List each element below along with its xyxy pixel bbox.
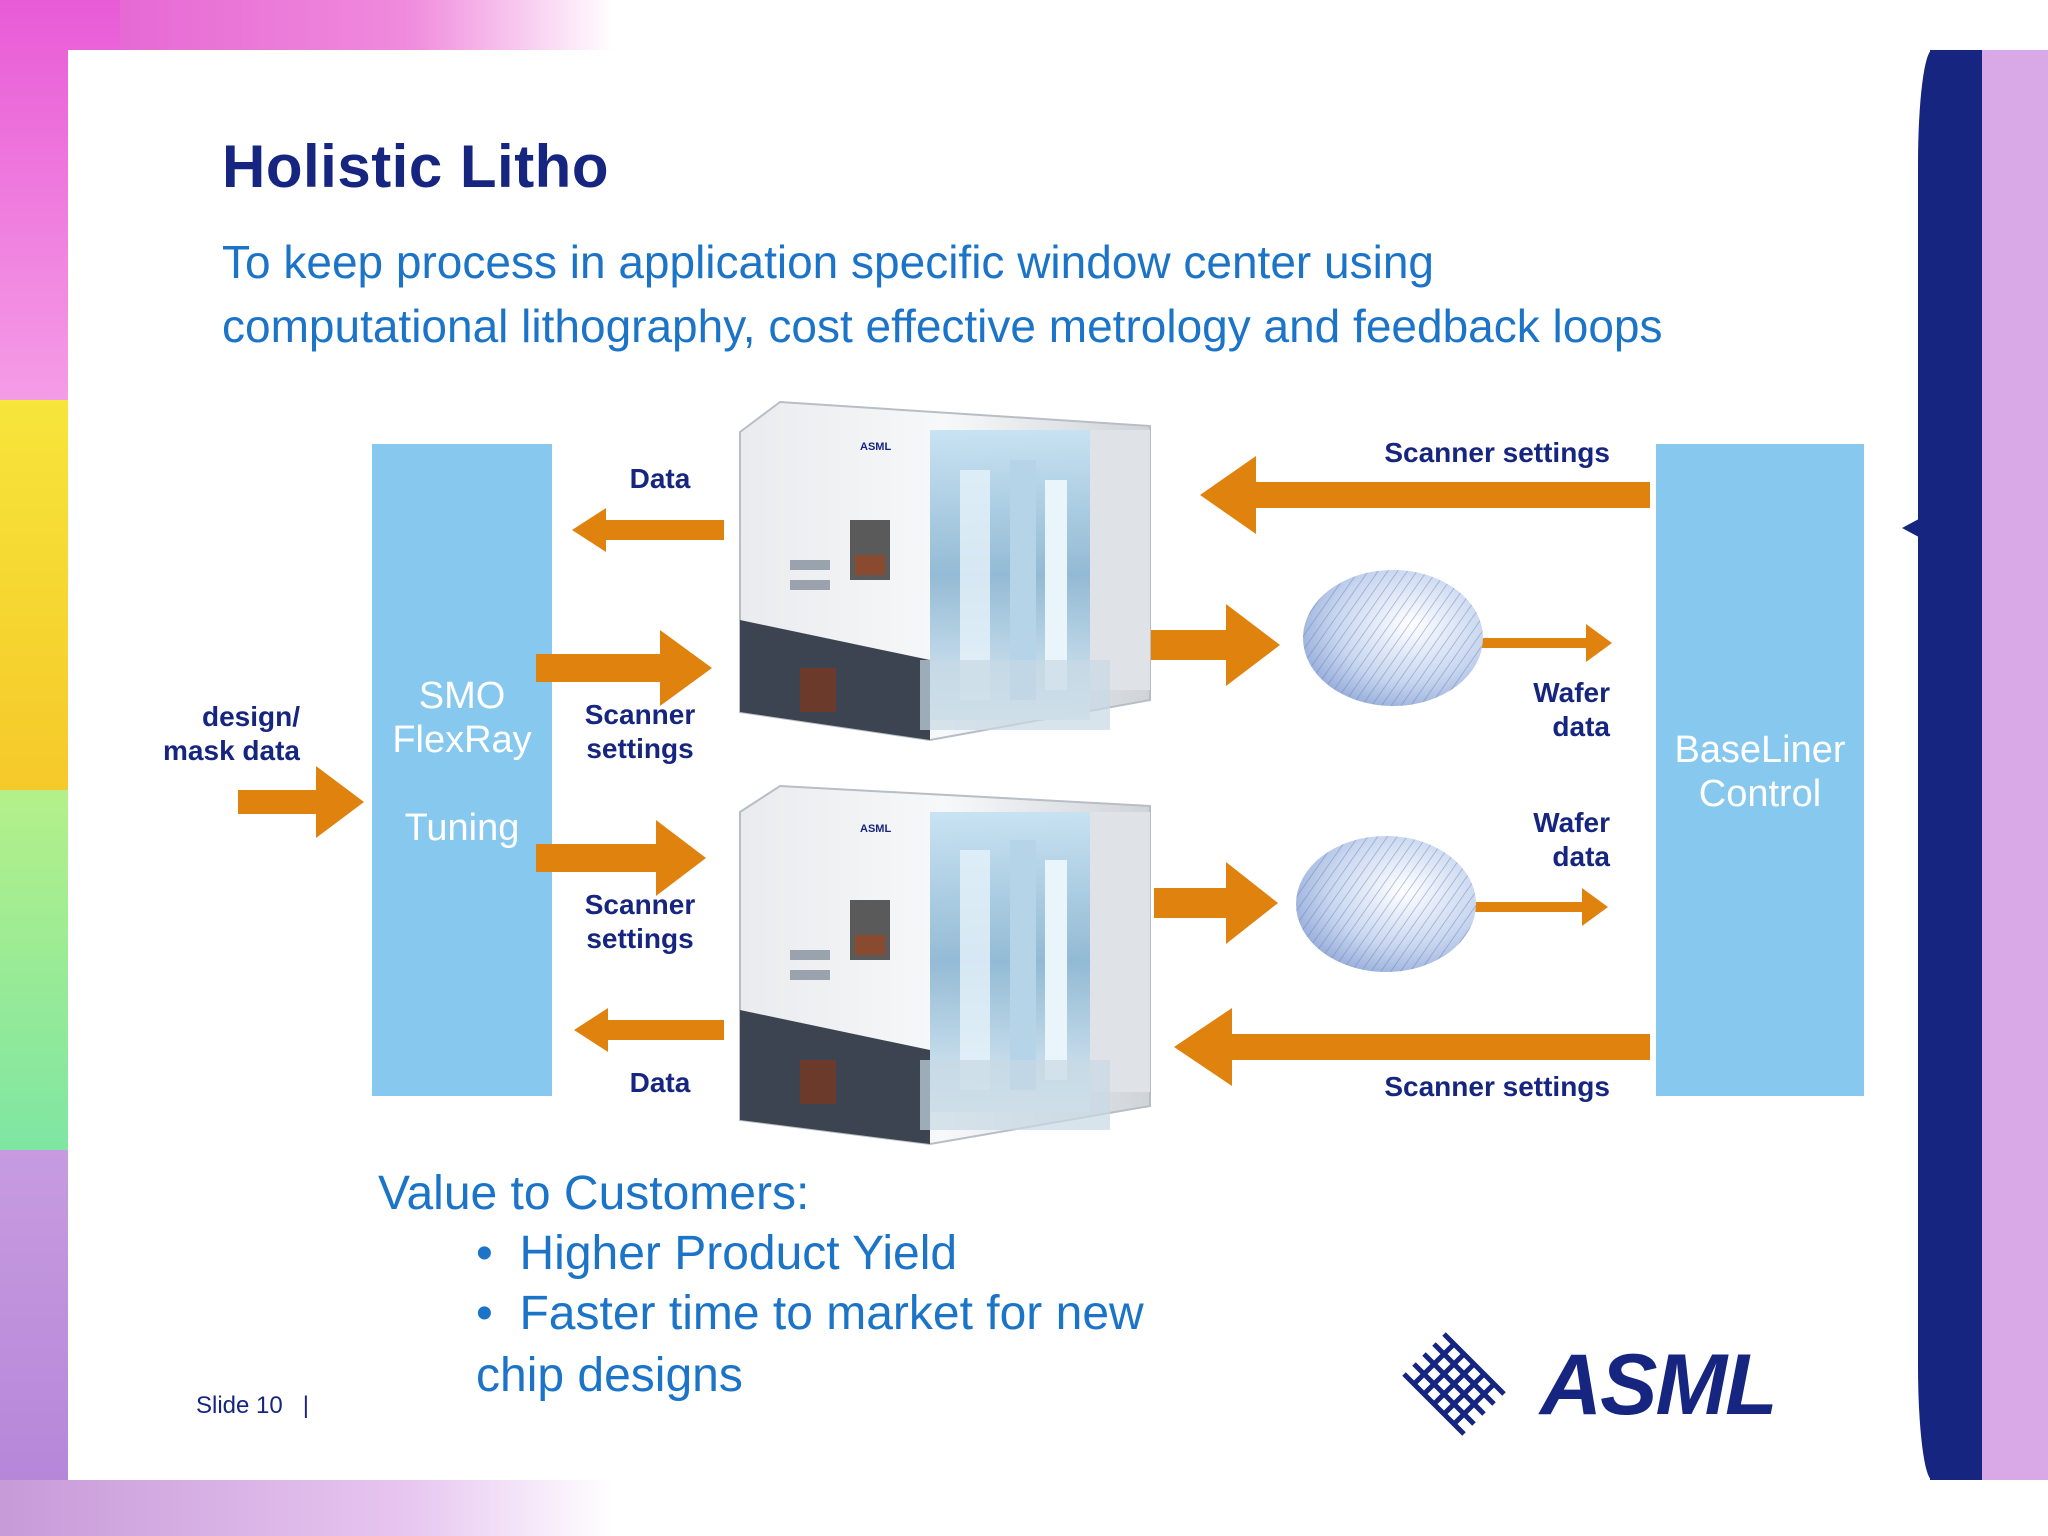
asml-logo-mark (1402, 1332, 1506, 1436)
bullet-1: • Higher Product Yield (476, 1224, 957, 1284)
wafer-data-arrow-1 (1470, 624, 1612, 662)
wafer-data-label-2: Wafer data (1500, 806, 1610, 874)
scanner-settings-label-bottom-right: Scanner settings (1384, 1071, 1610, 1102)
wafer-data-label-1: Wafer data (1500, 676, 1610, 744)
subtitle-line-2: computational lithography, cost effectiv… (222, 300, 1663, 352)
mask-data-label: mask data (163, 735, 300, 766)
wafer-word-2: Wafer (1533, 807, 1610, 838)
smo-label: SMO (418, 675, 506, 717)
scanner-settings-label-2: Scanner settings (570, 888, 710, 956)
slide-number: Slide 10 | (196, 1392, 309, 1419)
subtitle-line-1: To keep process in application specific … (222, 236, 1434, 288)
scanner-settings-feedback-top (1200, 456, 1650, 534)
bullet-2-continuation: chip designs (476, 1349, 743, 1402)
scanner-settings-label-1: Scanner settings (570, 698, 710, 766)
design-input-arrow (238, 766, 364, 838)
data-word-1: data (1552, 711, 1610, 742)
scanner-word-1: Scanner (584, 699, 696, 730)
bullet-1-text: Higher Product Yield (519, 1227, 958, 1280)
wafer-bottom-image (1296, 836, 1476, 972)
data-label-bottom: Data (629, 1067, 691, 1098)
asml-logo-text: ASML (1540, 1337, 1778, 1433)
design-mask-data-label: design/ mask data (140, 700, 300, 768)
smo-flexray-box (372, 444, 552, 1096)
scanner-settings-label-top-right: Scanner settings (1384, 437, 1610, 468)
data-arrow-bottom (574, 1008, 724, 1052)
slide-title: Holistic Litho (222, 133, 609, 200)
wafer-data-arrow-2 (1466, 888, 1608, 926)
settings-word-2: settings (586, 923, 694, 954)
bullet-2: • Faster time to market for new (476, 1284, 1144, 1344)
scanner-machine-top: ASML (739, 400, 1151, 742)
bullet-dot-2: • (476, 1287, 520, 1340)
navy-bar-notch (1902, 512, 1932, 544)
control-label: Control (1698, 773, 1822, 815)
design-label: design/ (201, 701, 300, 732)
data-word-2: data (1552, 841, 1610, 872)
baseliner-control-label: BaseLiner Control (1656, 728, 1864, 816)
scanner-settings-arrow-1 (536, 630, 712, 706)
bullet-2-text: Faster time to market for new (519, 1287, 1144, 1340)
baseliner-label: BaseLiner (1674, 729, 1846, 771)
scanner-brand-bottom: ASML (860, 823, 891, 835)
smo-flexray-label: SMO FlexRay Tuning (372, 674, 552, 850)
settings-word-1: settings (586, 733, 694, 764)
bottom-decor-band (0, 1480, 2048, 1536)
flexray-label: FlexRay (392, 719, 532, 761)
data-label-top: Data (629, 463, 691, 494)
tuning-label: Tuning (404, 807, 520, 849)
right-navy-bar (1930, 50, 1982, 1480)
scanner-word-2: Scanner (584, 889, 696, 920)
baseliner-control-box (1656, 444, 1864, 1096)
scanner-machine-bottom: ASML (739, 784, 1151, 1146)
wafer-top-image (1303, 570, 1483, 706)
slide-subtitle: To keep process in application specific … (222, 230, 1922, 358)
scanner-brand-top: ASML (860, 441, 891, 453)
wafer-word-1: Wafer (1533, 677, 1610, 708)
top-decor-band (0, 0, 2048, 50)
data-arrow-top (572, 508, 724, 552)
scanner-settings-feedback-bottom (1174, 1008, 1650, 1086)
exposure-arrow-2 (1154, 862, 1278, 944)
value-heading: Value to Customers: (378, 1167, 810, 1220)
exposure-arrow-1 (1140, 604, 1280, 686)
scanner-settings-arrow-2 (536, 820, 706, 896)
bullet-dot-1: • (476, 1227, 520, 1280)
